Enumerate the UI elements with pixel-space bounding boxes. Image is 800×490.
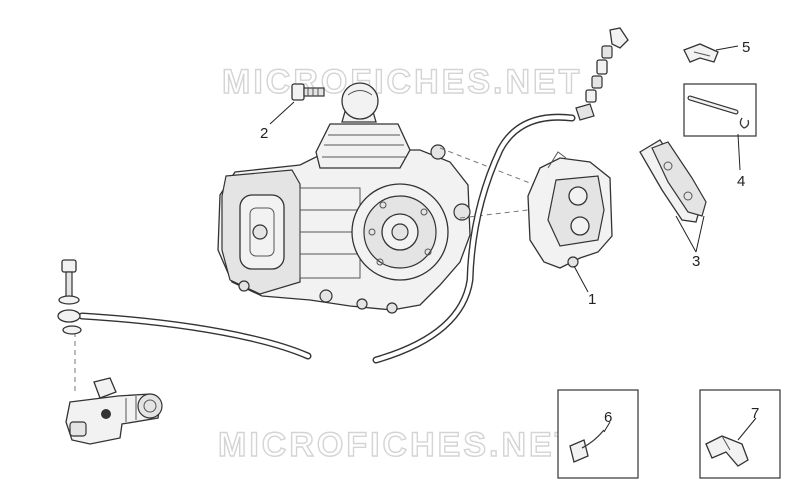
bolt-part-2 [291,83,325,101]
watermark-top: MICROFICHES.NET [222,63,582,101]
master-cylinder [65,377,163,445]
bleeder-fitting [575,27,629,121]
callout-6: 6 [604,409,612,426]
watermark-bottom: MICROFICHES.NET [218,426,578,464]
callout-7: 7 [751,405,759,422]
clip-box-7 [699,389,781,479]
dashed-line-engine-caliper [439,147,536,186]
callout-5: 5 [742,39,750,56]
brake-hose-rear [372,113,576,364]
brake-caliper [527,151,613,269]
clip-box-6 [557,389,639,479]
pin-kit-box [683,83,757,137]
brake-pads [639,139,707,223]
callout-1: 1 [588,291,596,308]
spring-clip [683,43,719,63]
brake-hose-front [78,312,312,360]
banjo-bolt [57,259,82,335]
engine-block [217,82,471,314]
callout-4: 4 [737,173,745,190]
leader-lines [269,45,757,441]
dashed-line-engine-caliper-2 [459,209,529,219]
callout-2: 2 [260,125,268,142]
callout-3: 3 [692,253,700,270]
